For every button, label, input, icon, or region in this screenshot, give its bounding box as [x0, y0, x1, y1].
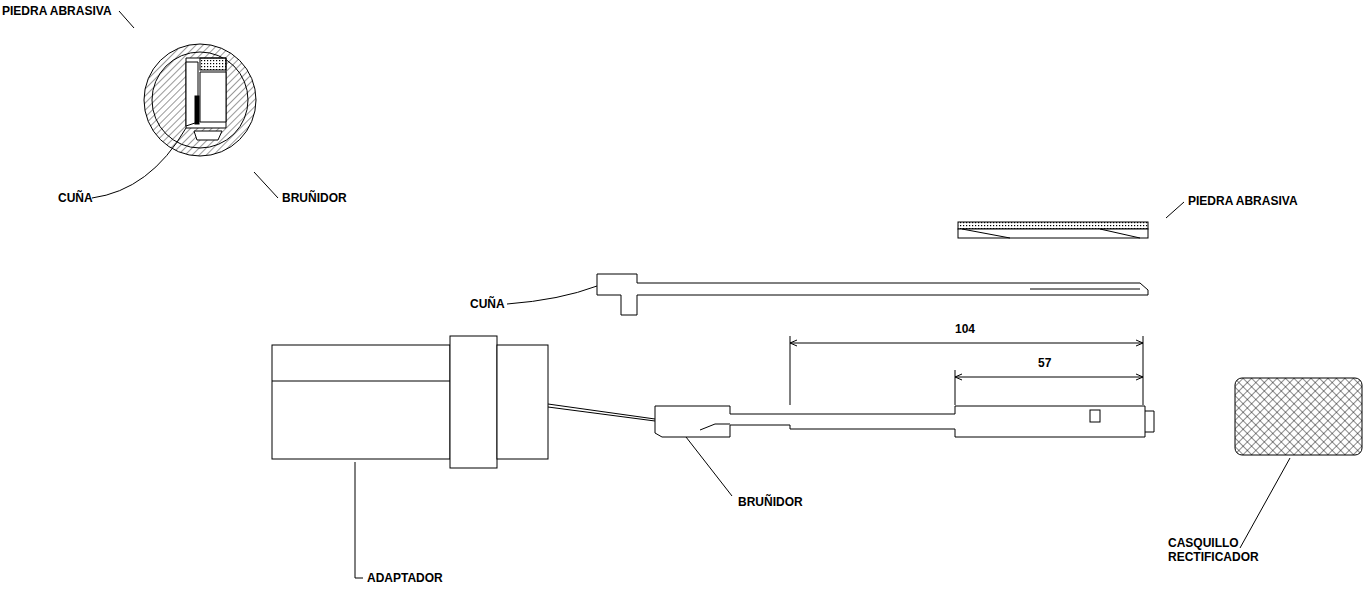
part-name: CUÑA [470, 297, 505, 311]
dimension-value: 57 [1038, 356, 1051, 370]
part-name: CASQUILLO RECTIFICADOR [1168, 536, 1268, 564]
part-name: ADAPTADOR [367, 571, 443, 585]
dimension-value: 104 [955, 322, 975, 336]
part-name: BRUÑIDOR [282, 191, 347, 205]
part-name: BRUÑIDOR [738, 495, 803, 509]
part-name: PIEDRA ABRASIVA [1188, 194, 1298, 208]
part-name: CUÑA [58, 191, 93, 205]
part-name: PIEDRA ABRASIVA [2, 4, 112, 18]
